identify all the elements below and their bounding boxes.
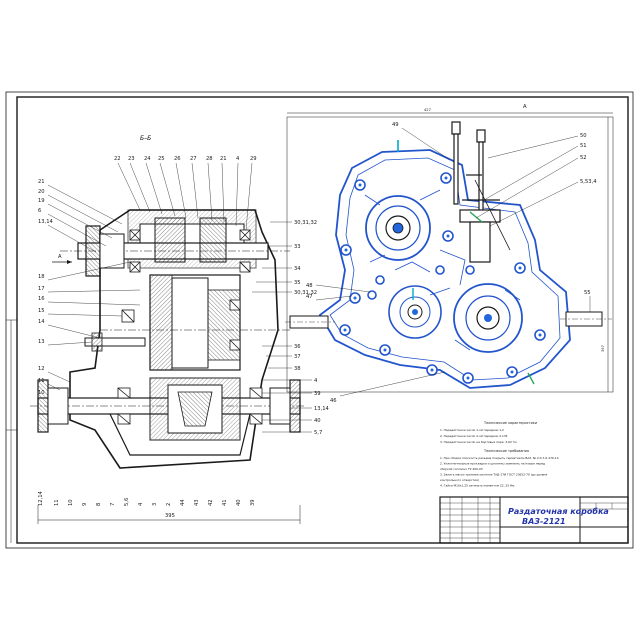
callout-label: 34: [294, 266, 301, 272]
callout-label: 55: [584, 290, 591, 296]
callout-label: 13,14: [38, 219, 54, 225]
requirement-line: контрольного отверстия): [440, 478, 479, 482]
specs-title: Технические характеристики: [483, 421, 537, 425]
dim-right-height: 397: [601, 345, 605, 352]
callout-label: 5,7: [314, 430, 322, 436]
callout-label: 46: [330, 398, 337, 404]
left-right-labels: 30,31,32 33 34 35 30,31,32 36 37 38 4 39 13,14 40 5,…: [294, 220, 330, 436]
callout-label: 40: [314, 418, 321, 424]
callout-label: 9: [82, 503, 88, 506]
left-top-labels: 22 23 24 25 26 27 28 21 4 29: [114, 156, 257, 162]
callout-label: 21: [38, 179, 45, 185]
callout-label: 10: [68, 499, 74, 506]
callout-label: 44: [180, 499, 186, 506]
spec-line: 3. Передаточное число на бортовых пере. …: [440, 440, 517, 444]
callout-label: 5,6: [124, 498, 130, 506]
callout-label: 43: [194, 499, 200, 506]
spec-line: 2. Передаточное число 2-ой передачи 2,13…: [440, 434, 508, 438]
right-exterior-view: 427 А 397: [285, 104, 614, 397]
spec-line: 1. Передаточное число 1-ой передачи 1,2: [440, 428, 504, 432]
callout-label: 28: [206, 156, 213, 162]
left-section-view: Б–Б: [30, 135, 312, 524]
sheet-frame: [5, 91, 634, 549]
callout-label: 12,14: [38, 490, 44, 506]
section-title: Б–Б: [140, 135, 151, 142]
requirements-title: Технические требования: [483, 449, 529, 453]
callout-label: 40: [236, 499, 242, 506]
title-block-model: ВАЗ-2121: [522, 517, 566, 526]
callout-label: 41: [222, 499, 228, 506]
callout-label: 17: [38, 286, 45, 292]
callout-label: 16: [38, 296, 45, 302]
callout-label: 13: [38, 339, 45, 345]
callout-label: 11: [38, 378, 45, 384]
requirement-line: 3. Залить масло трансмиссионное ТАД-17И …: [440, 473, 547, 477]
callout-label: 5,53,4: [580, 179, 597, 185]
callout-label: 19: [38, 198, 45, 204]
callout-label: 30,31,32: [294, 220, 317, 226]
technical-notes: Технические характеристики 1. Передаточно…: [440, 421, 559, 488]
requirement-line: 1. При сборке плоскость разъема покрыть …: [440, 456, 559, 460]
callout-label: 51: [580, 143, 587, 149]
callout-label: 25: [158, 156, 165, 162]
left-side-labels: 21 20 19 6 13,14 18 17 16 15 14 13 12 11 10: [38, 179, 54, 396]
requirement-line: 4. Гайки М10х1,25 затянуть моментом 22..…: [440, 484, 515, 488]
callout-label: 27: [190, 156, 197, 162]
callout-label: 15: [38, 308, 45, 314]
callout-label: 35: [294, 280, 301, 286]
callout-label: 33: [294, 244, 301, 250]
callout-label: 47: [306, 294, 313, 300]
callout-label: 48: [306, 283, 313, 289]
callout-label: 26: [174, 156, 181, 162]
callout-label: 50: [580, 133, 587, 139]
requirement-line: 2. Уплотнительные прокладки и шплинты за…: [440, 462, 545, 466]
right-view-letter: А: [523, 104, 527, 110]
callout-label: 12: [38, 366, 45, 372]
callout-label: 29: [250, 156, 257, 162]
callout-label: 39: [314, 391, 321, 397]
callout-label: 3: [152, 503, 158, 506]
callout-label: 13,14: [314, 406, 330, 412]
callout-label: 42: [208, 499, 214, 506]
dim-left-width: 395: [165, 513, 175, 519]
callout-label: 8: [96, 503, 102, 506]
callout-label: 20: [38, 189, 45, 195]
callout-label: 52: [580, 155, 587, 161]
callout-label: 30,31,32: [294, 290, 317, 296]
callout-label: 39: [250, 499, 256, 506]
callout-label: 14: [38, 319, 45, 325]
callout-label: 22: [114, 156, 121, 162]
dim-right-width: 427: [424, 108, 431, 112]
callout-label: 4: [138, 502, 144, 506]
callout-label: 4: [314, 378, 318, 384]
view-arrow-label: А: [58, 254, 62, 260]
requirement-line: сборкой согласно ТУ 400-03: [440, 467, 483, 471]
callout-label: 37: [294, 354, 301, 360]
callout-label: 11: [54, 499, 60, 506]
callout-label: 6: [38, 208, 41, 214]
callout-label: 2: [166, 503, 172, 506]
callout-label: 23: [128, 156, 135, 162]
right-labels: 49 50 51 52 5,53,4 47 48 55 46: [306, 122, 597, 404]
title-block: Раздаточная коробка ВАЗ-2121: [439, 496, 629, 544]
callout-label: 38: [294, 366, 301, 372]
callout-label: 24: [144, 156, 151, 162]
callout-label: 49: [392, 122, 399, 128]
callout-label: 21: [220, 156, 227, 162]
callout-label: 10: [38, 390, 45, 396]
callout-label: 7: [110, 503, 116, 506]
title-block-title: Раздаточная коробка: [508, 506, 609, 516]
callout-label: 18: [38, 274, 45, 280]
callout-label: 4: [236, 156, 240, 162]
callout-label: 36: [294, 344, 301, 350]
